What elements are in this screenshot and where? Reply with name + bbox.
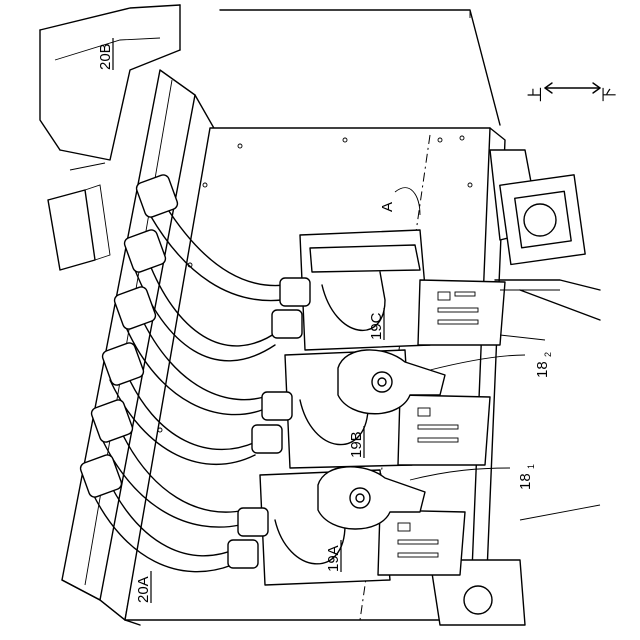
label-a: A xyxy=(379,202,396,212)
label-18-2-subscript: 2 xyxy=(543,352,553,357)
label-18-2: 18 xyxy=(534,361,551,378)
label-19b: 19B xyxy=(348,431,365,458)
label-18-1: 18 xyxy=(517,473,534,490)
label-20a: 20A xyxy=(135,576,152,603)
label-18-1-subscript: 1 xyxy=(526,464,536,469)
label-19a: 19A xyxy=(325,545,342,572)
direction-arrow xyxy=(545,83,600,93)
label-20b: 20B xyxy=(97,43,114,70)
label-up: 上 xyxy=(527,87,544,102)
label-19c: 19C xyxy=(368,312,385,340)
label-down: 下 xyxy=(601,87,618,102)
